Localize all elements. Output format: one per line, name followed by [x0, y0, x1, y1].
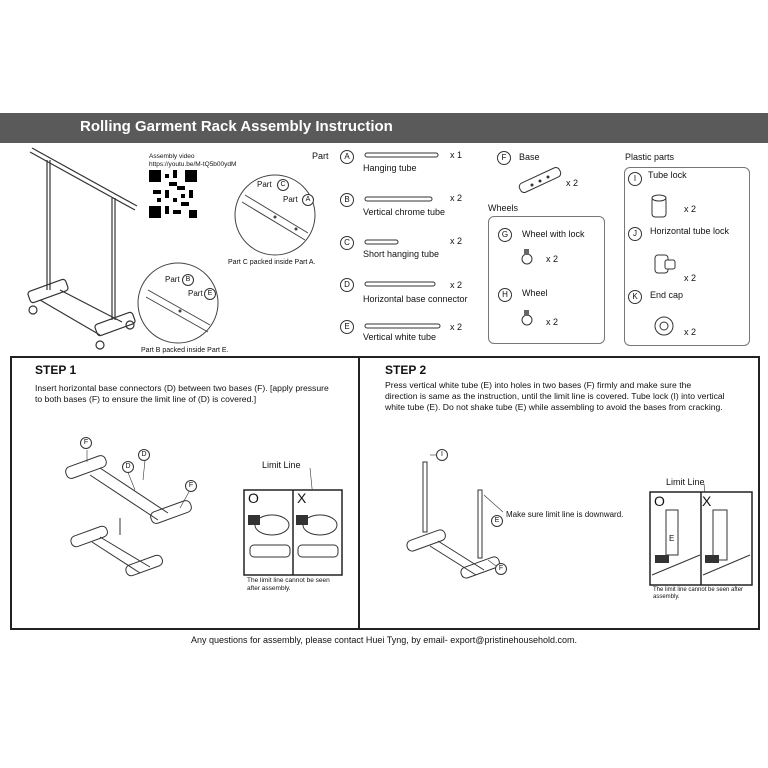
- part-b-badge: B: [340, 193, 354, 207]
- part-k-name: End cap: [650, 290, 684, 300]
- part-g-badge: G: [498, 228, 512, 242]
- parts-heading: Part: [312, 151, 329, 161]
- part-c-name: Short hanging tube: [363, 249, 440, 259]
- part-f-badge: F: [497, 151, 511, 165]
- page-title: Rolling Garment Rack Assembly Instructio…: [80, 118, 393, 135]
- letter-e-badge: E: [204, 288, 216, 300]
- part-e-qty: x 2: [450, 322, 463, 332]
- part-k-qty: x 2: [684, 327, 697, 337]
- callout-part-label: Part: [257, 180, 272, 189]
- step2-downward-note: Make sure limit line is downward.: [506, 510, 624, 519]
- part-j-badge: J: [628, 227, 642, 241]
- part-a-name: Hanging tube: [363, 163, 417, 173]
- step2-label-f: F: [495, 563, 507, 575]
- step2-text: Press vertical white tube (E) into holes…: [385, 380, 725, 412]
- part-b-name: Vertical chrome tube: [363, 207, 446, 217]
- part-b-qty: x 2: [450, 193, 463, 203]
- part-i-badge: I: [628, 172, 642, 186]
- part-k-badge: K: [628, 290, 642, 304]
- part-h-name: Wheel: [522, 288, 548, 298]
- step1-ok-mark: O: [248, 490, 259, 506]
- callout-caption: Part B packed inside Part E.: [141, 347, 229, 354]
- video-url[interactable]: https://youtu.be/M-tQ5b00ydM: [149, 161, 237, 168]
- step2-limit-line-label: Limit Line: [666, 477, 705, 487]
- step2-e-label: E: [669, 534, 675, 543]
- step1-label-d: D: [122, 461, 134, 473]
- plastic-heading: Plastic parts: [625, 152, 675, 162]
- part-d-badge: D: [340, 278, 354, 292]
- part-e-badge: E: [340, 320, 354, 334]
- step2-label-i: I: [436, 449, 448, 461]
- letter-b-badge: B: [182, 274, 194, 286]
- part-e-name: Vertical white tube: [363, 332, 437, 342]
- part-f-name: Base: [519, 152, 540, 162]
- step2-note: The limit line cannot be seen after asse…: [653, 587, 744, 600]
- part-i-name: Tube lock: [648, 170, 687, 180]
- qr-code-icon[interactable]: [149, 170, 197, 218]
- part-d-qty: x 2: [450, 280, 463, 290]
- step2-panel: [358, 356, 760, 630]
- step1-title: STEP 1: [35, 363, 77, 377]
- step1-limit-line-label: Limit Line: [262, 460, 301, 470]
- part-g-name: Wheel with lock: [522, 229, 585, 239]
- part-f-qty: x 2: [566, 178, 579, 188]
- step1-text: Insert horizontal base connectors (D) be…: [35, 383, 329, 404]
- callout-part-label: Part: [188, 289, 203, 298]
- plastic-box: [624, 167, 750, 346]
- part-c-badge: C: [340, 236, 354, 250]
- footer-contact: Any questions for assembly, please conta…: [191, 635, 577, 645]
- step2-label-e: E: [491, 515, 503, 527]
- part-h-qty: x 2: [546, 317, 559, 327]
- step2-ok-mark: O: [654, 493, 665, 509]
- wheels-heading: Wheels: [488, 203, 519, 213]
- part-j-qty: x 2: [684, 273, 697, 283]
- step1-label-f: F: [80, 437, 92, 449]
- part-c-qty: x 2: [450, 236, 463, 246]
- step1-label-d: D: [138, 449, 150, 461]
- part-a-qty: x 1: [450, 150, 463, 160]
- part-d-name: Horizontal base connector: [363, 294, 468, 304]
- step2-title: STEP 2: [385, 363, 427, 377]
- callout-caption: Part C packed inside Part A.: [228, 259, 316, 266]
- header-bar: [0, 113, 768, 143]
- letter-a-badge: A: [302, 194, 314, 206]
- step1-bad-mark: X: [297, 490, 307, 506]
- callout-part-label: Part: [283, 195, 298, 204]
- part-i-qty: x 2: [684, 204, 697, 214]
- step1-note: The limit line cannot be seen after asse…: [247, 577, 330, 592]
- step1-label-f: F: [185, 480, 197, 492]
- letter-c-badge: C: [277, 179, 289, 191]
- part-h-badge: H: [498, 288, 512, 302]
- step2-bad-mark: X: [702, 493, 712, 509]
- wheels-box: [488, 216, 605, 344]
- part-j-name: Horizontal tube lock: [650, 226, 730, 236]
- callout-part-label: Part: [165, 275, 180, 284]
- video-label: Assembly video: [149, 153, 195, 160]
- part-a-badge: A: [340, 150, 354, 164]
- part-g-qty: x 2: [546, 254, 559, 264]
